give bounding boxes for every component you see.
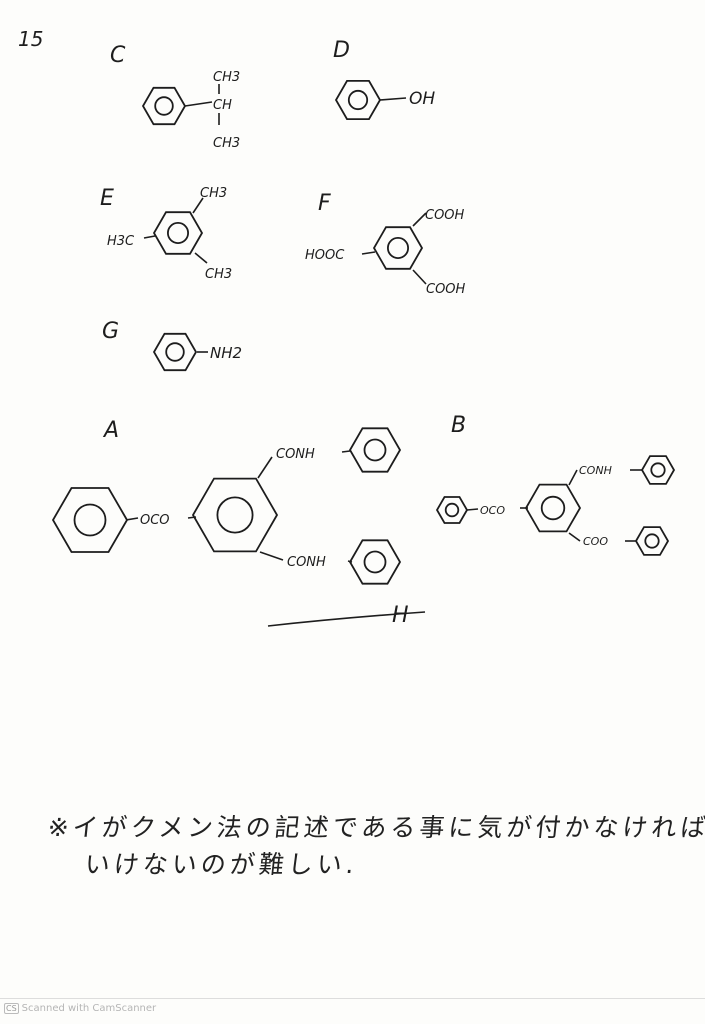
group: CONH [287,555,326,570]
answer-mark: H [392,603,409,628]
aromatic-circle [363,550,387,574]
aromatic-circle [165,342,185,362]
watermark-text: Scanned with CamScanner [21,1003,157,1014]
aromatic-circle [166,221,189,244]
scanner-watermark: CS Scanned with CamScanner [4,1003,156,1014]
label-d: D [333,38,350,63]
benzene-ring [191,477,279,553]
group: H3C [107,234,135,249]
label-b: B [451,413,466,438]
benzene-ring [334,80,382,120]
aromatic-circle [650,462,666,478]
group: COOH [426,282,466,297]
benzene-ring [634,526,670,556]
label-f: F [318,191,331,216]
group: OCO [480,504,505,517]
bonds [125,84,642,627]
group: HOOC [305,248,345,263]
benzene-ring [51,487,129,553]
group: CH3 [200,186,227,201]
label-e: E [100,186,114,211]
benzene-ring [141,86,187,126]
label-a: A [102,418,119,443]
aromatic-circle [363,438,387,462]
benzene-ring [348,539,402,585]
group: CONH [579,464,612,477]
aromatic-circle [73,503,107,537]
answer-underline [267,611,426,627]
note-line-1: ※イがクメン法の記述である事に気が付かなければ [46,813,705,842]
group: OH [409,89,435,109]
benzene-ring [348,427,402,473]
benzene-ring [435,496,469,524]
label-g: G [102,319,119,344]
group: COOH [425,208,465,223]
group: CH3 [213,136,240,151]
group: CH [213,98,232,113]
benzene-ring [640,455,676,485]
group: NH2 [210,344,242,362]
benzene-ring [152,211,204,255]
benzene-ring [372,226,424,270]
group: CONH [276,447,315,462]
aromatic-circle [644,533,660,549]
group: OCO [140,513,170,528]
problem-number: 15 [18,27,43,51]
aromatic-circle [444,502,460,518]
benzene-rings [51,80,676,585]
group: CH3 [213,70,240,85]
camscanner-logo-icon: CS [4,1003,19,1014]
page-edge [0,998,705,999]
aromatic-circle [216,496,254,534]
aromatic-circle [154,96,174,116]
aromatic-circle [347,89,369,111]
group: COO [583,535,608,548]
aromatic-circle [540,495,566,521]
aromatic-circle [386,236,409,259]
benzene-ring [152,332,198,372]
benzene-ring [524,483,582,533]
label-c: C [110,43,126,68]
note-line-2: いけないのが難しい. [83,850,360,879]
group: CH3 [205,267,232,282]
